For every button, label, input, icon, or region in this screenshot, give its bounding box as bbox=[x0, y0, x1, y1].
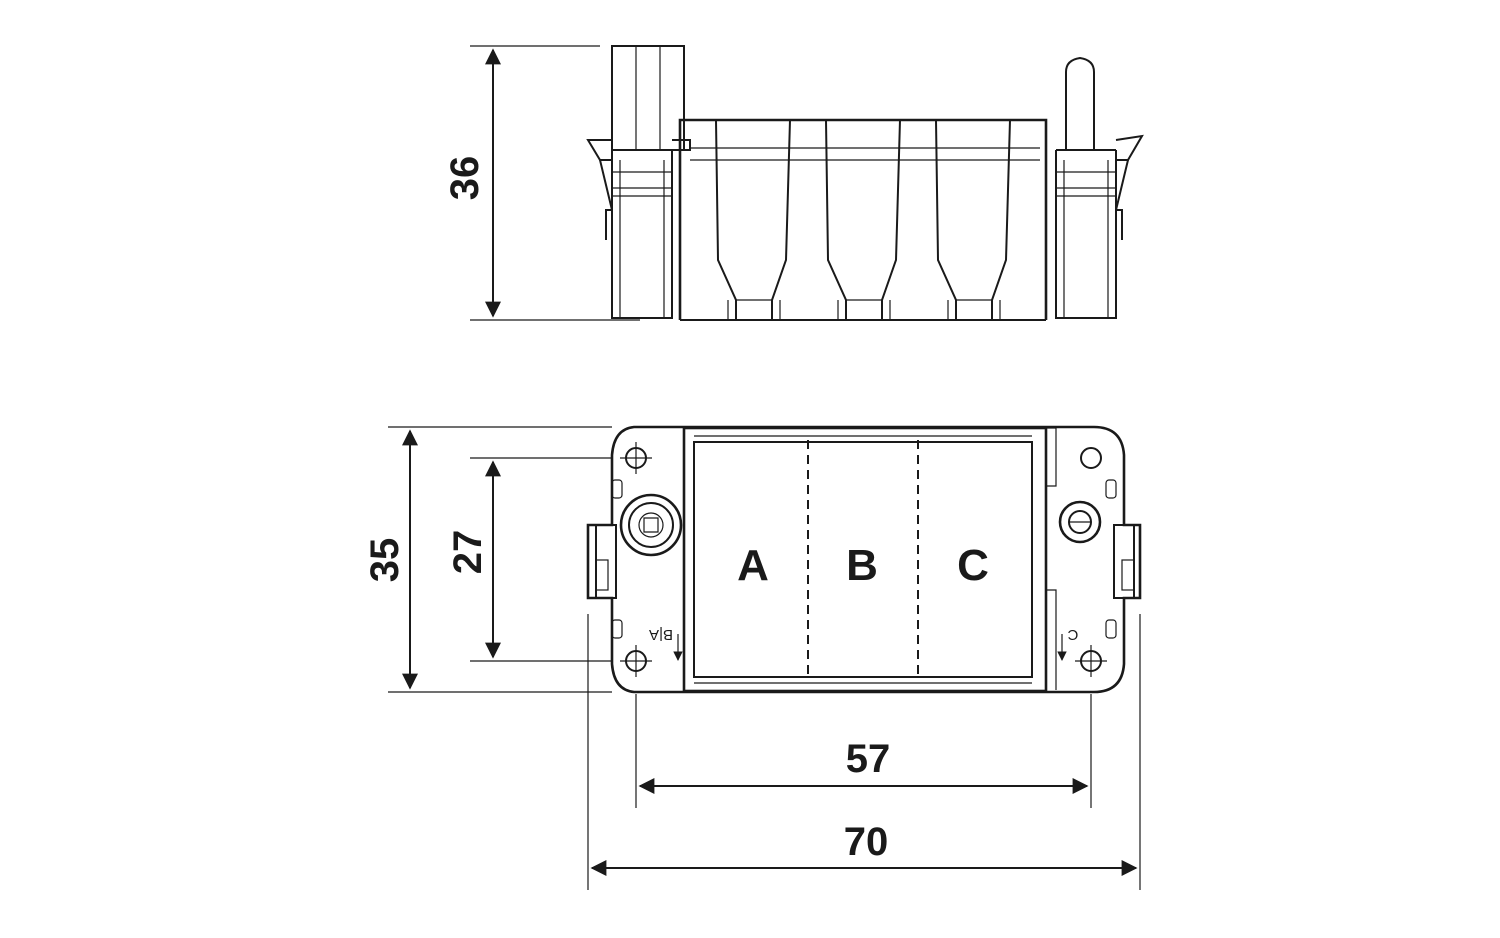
dim-label-57: 57 bbox=[846, 737, 891, 781]
dim-label-27: 27 bbox=[446, 530, 490, 575]
side-view: 36 bbox=[443, 45, 1144, 321]
dim-label-70: 70 bbox=[844, 820, 889, 864]
slot-label-a: A bbox=[737, 541, 769, 590]
mounting-holes bbox=[620, 442, 1107, 677]
left-locking-screw bbox=[619, 493, 683, 557]
side-body bbox=[678, 118, 1048, 321]
top-view: B|A C A B C 35 27 57 70 bbox=[363, 425, 1142, 890]
frame-outline bbox=[586, 425, 1142, 694]
marking-right: C bbox=[1067, 626, 1078, 643]
dim-label-35: 35 bbox=[363, 538, 407, 583]
slot-label-b: B bbox=[846, 541, 878, 590]
marking-left: B|A bbox=[649, 626, 673, 643]
right-locking-pin bbox=[1055, 56, 1144, 319]
left-locking-pin bbox=[586, 45, 691, 319]
right-locking-screw bbox=[1058, 500, 1102, 544]
dim-label-36: 36 bbox=[443, 156, 487, 201]
slot-label-c: C bbox=[957, 541, 989, 590]
